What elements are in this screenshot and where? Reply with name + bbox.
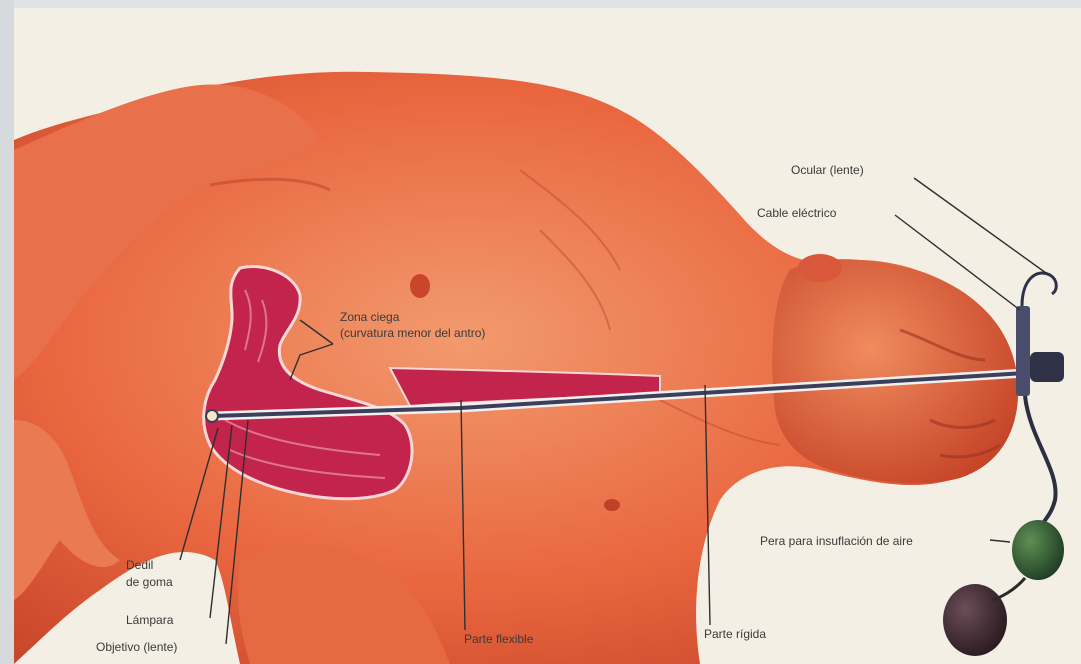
label-parte-flexible: Parte flexible <box>464 632 533 646</box>
eyepiece-body <box>1016 306 1030 396</box>
patient-ear <box>798 254 842 282</box>
label-de-goma: de goma <box>126 575 173 589</box>
label-parte-rigida: Parte rígida <box>704 627 766 641</box>
air-bulb-dark <box>943 584 1007 656</box>
nipple <box>410 274 430 298</box>
eyepiece-collar <box>1030 352 1064 382</box>
label-lampara: Lámpara <box>126 613 173 627</box>
label-objetivo: Objetivo (lente) <box>96 640 177 654</box>
label-cable: Cable eléctrico <box>757 206 836 220</box>
air-bulb-green <box>1012 520 1064 580</box>
left-edge-strip <box>0 0 14 664</box>
label-zona-ciega-detail: (curvatura menor del antro) <box>340 326 485 340</box>
label-ocular: Ocular (lente) <box>791 163 864 177</box>
label-zona-ciega: Zona ciega <box>340 310 399 324</box>
navel <box>604 499 620 511</box>
lamp-tip <box>206 410 218 422</box>
label-pera: Pera para insuflación de aire <box>760 534 913 548</box>
label-dedil: Dedil <box>126 558 153 572</box>
